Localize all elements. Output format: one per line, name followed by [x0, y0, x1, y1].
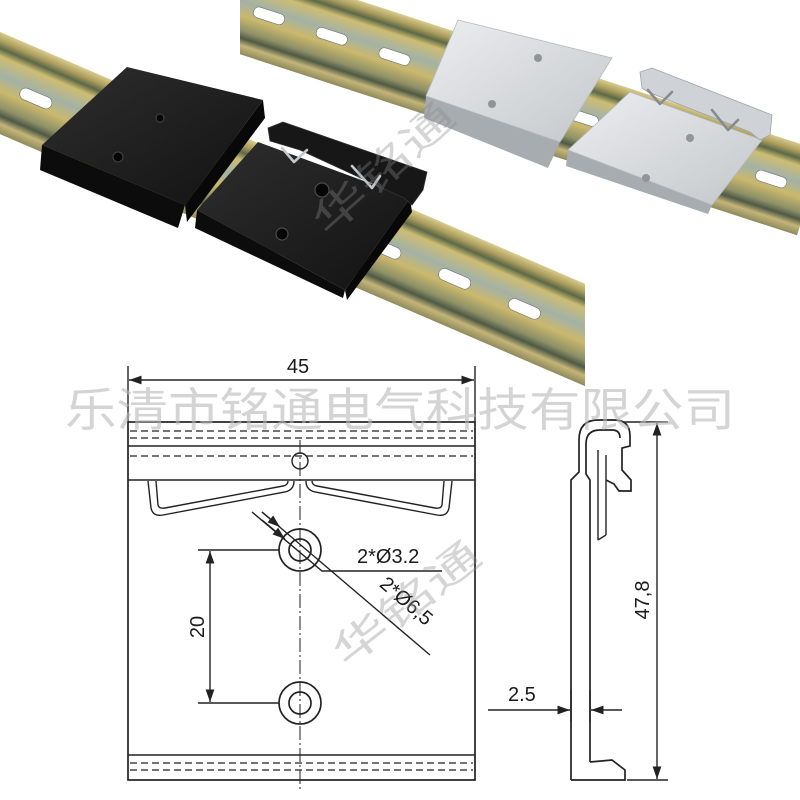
profile-bottom — [571, 759, 626, 781]
clip-side-face — [345, 198, 412, 300]
clip-top-face — [567, 91, 763, 206]
clip-lip — [267, 121, 428, 206]
spring-outline-left — [155, 480, 289, 509]
small-hole-label: 2*Ø3.2 — [357, 546, 419, 568]
clip-front-face — [566, 150, 712, 214]
black-clip-right — [195, 121, 428, 300]
clip-top-face — [425, 19, 613, 143]
rail-slot — [19, 87, 53, 110]
small-hole-leader-arrow — [261, 519, 286, 540]
mounting-hole — [275, 227, 289, 241]
clip-front-face — [40, 145, 185, 228]
upper-hole-inner — [288, 538, 312, 562]
rail-slot — [508, 298, 541, 320]
clip-front-face — [424, 96, 560, 168]
plate-outline — [127, 421, 476, 781]
mounting-hole — [314, 182, 330, 198]
large-hole-leader — [261, 511, 431, 656]
clip-top-face — [42, 67, 263, 205]
mounting-hole — [534, 54, 542, 62]
clip-side-face — [185, 100, 265, 222]
rail-slot — [315, 27, 348, 46]
rail-slot — [378, 47, 411, 66]
black-clip-left — [40, 67, 265, 228]
spring-outline-right — [305, 480, 453, 517]
large-hole-leader-arrow — [261, 511, 281, 528]
width-label: 45 — [287, 356, 309, 378]
profile-outer — [570, 419, 632, 780]
rail-slot — [755, 169, 788, 189]
side-view-drawing: 47,8 2.5 — [488, 419, 668, 781]
rail-slot — [438, 268, 472, 290]
spring-wire — [710, 108, 740, 132]
hole-spacing-label: 20 — [187, 616, 209, 638]
thickness-label: 2.5 — [508, 684, 536, 706]
mounting-hole — [488, 100, 496, 108]
profile-spring — [597, 450, 607, 541]
silver-clips-photo — [240, 0, 800, 236]
clip-top-face — [197, 142, 410, 290]
spring-wire — [350, 164, 382, 190]
spring-outline-left — [147, 480, 295, 517]
profile-inner — [585, 429, 621, 762]
mounting-hole — [155, 113, 165, 123]
lower-hole-inner — [288, 691, 312, 715]
clip-front-face — [195, 210, 345, 298]
spring-wire — [646, 88, 674, 106]
mounting-hole — [686, 134, 694, 142]
black-clips-photo — [0, 16, 585, 390]
clip-lip — [639, 67, 773, 141]
mounting-hole — [112, 151, 124, 163]
spring-wire — [280, 146, 309, 164]
rail-slot — [253, 6, 285, 26]
height-label: 47,8 — [632, 581, 654, 620]
company-watermark: 乐清市铭通电气科技有限公司 — [65, 383, 735, 437]
spring-outline-right — [311, 480, 445, 509]
mounting-hole — [642, 174, 650, 182]
silver-clip-left — [424, 19, 613, 168]
silver-clip-right — [566, 67, 773, 214]
